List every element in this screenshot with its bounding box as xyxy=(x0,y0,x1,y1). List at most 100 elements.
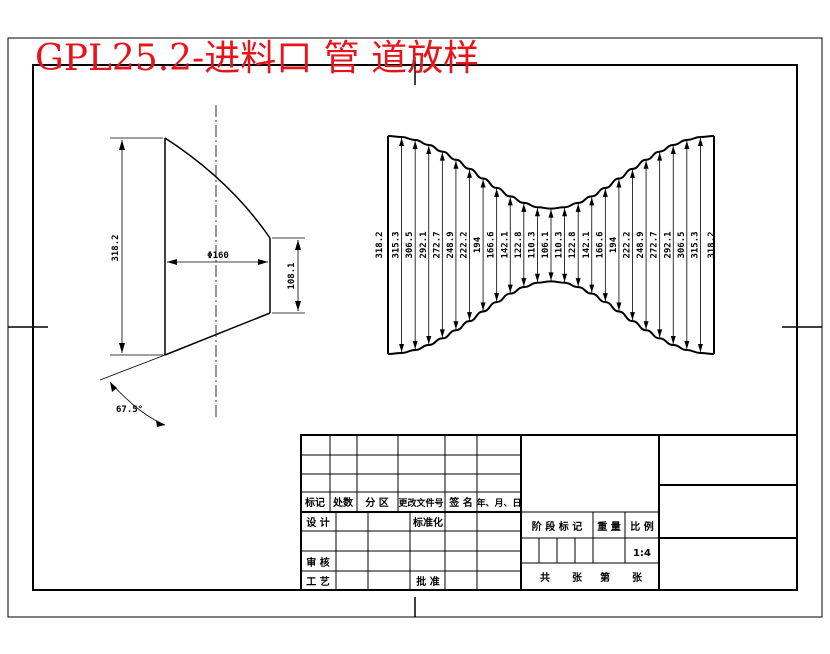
generatrix-arrow-bottom xyxy=(562,273,568,282)
dim-diameter-label: Φ160 xyxy=(207,251,229,261)
centering-marks xyxy=(8,57,822,617)
tb-sheet-zhang2: 张 xyxy=(632,571,643,584)
tb-design: 设 计 xyxy=(306,516,329,529)
generatrix-length-label: 142.1 xyxy=(582,231,592,258)
tb-header-count: 处数 xyxy=(332,496,354,509)
tb-sheet-zhang: 张 xyxy=(572,571,583,584)
dim-small-label: 108.1 xyxy=(287,262,297,289)
generatrix-arrow-bottom xyxy=(548,272,554,281)
generatrix-arrow-bottom xyxy=(602,293,608,302)
generatrix-arrow-bottom xyxy=(643,321,649,330)
generatrix-arrow-top xyxy=(521,203,527,212)
generatrix-arrow-top xyxy=(616,179,622,188)
generatrix-length-label: 318.2 xyxy=(375,231,385,258)
generatrix-length-label: 110.3 xyxy=(527,231,537,258)
generatrix-arrow-top xyxy=(426,145,432,154)
generatrix-length-label: 306.5 xyxy=(405,231,415,258)
generatrix-arrow-top xyxy=(602,188,608,197)
generatrix-arrow-top xyxy=(507,197,513,206)
title-block-text: 标记 处数 分 区 更改文件号 签 名 年、月、日 设 计 标准化 审 核 工 … xyxy=(304,496,654,588)
generatrix-arrow-bottom xyxy=(507,284,513,293)
generatrix-arrow-top xyxy=(575,203,581,212)
generatrix-arrow-top xyxy=(467,169,472,178)
generatrix-arrow-top xyxy=(453,160,459,169)
generatrix-length-label: 272.7 xyxy=(432,231,442,258)
tb-review: 审 核 xyxy=(306,556,329,569)
tb-header-sign: 签 名 xyxy=(448,496,472,509)
tb-process: 工 艺 xyxy=(306,575,329,588)
generatrix-arrow-bottom xyxy=(670,336,676,345)
generatrix-arrow-top xyxy=(684,141,690,150)
generatrix-arrow-bottom xyxy=(616,302,622,311)
dim-angle-label: 67.5° xyxy=(116,405,143,415)
generatrix-length-label: 222.2 xyxy=(623,231,633,258)
generatrix-arrow-top xyxy=(534,208,540,217)
generatrix-arrow-bottom xyxy=(453,321,459,330)
tb-header-change-doc: 更改文件号 xyxy=(398,497,443,509)
generatrix-arrow-top xyxy=(548,209,554,218)
generatrix-length-label: 194 xyxy=(473,236,483,253)
generatrix-length-label: 315.3 xyxy=(690,231,700,258)
generatrix-arrow-bottom xyxy=(575,278,581,287)
drawing-title: GPL25.2-进料口 管 道放样 xyxy=(35,38,479,79)
generatrix-arrow-bottom xyxy=(697,344,703,353)
generatrix-arrow-top xyxy=(589,197,595,206)
generatrix-arrow-top xyxy=(412,141,418,150)
tb-standard: 标准化 xyxy=(412,516,443,529)
generatrix-arrow-top xyxy=(494,188,500,197)
generatrix-arrow-bottom xyxy=(399,344,405,353)
title-block xyxy=(300,434,798,591)
tb-scale-value: 1:4 xyxy=(633,548,651,559)
generatrix-length-label: 222.2 xyxy=(460,231,470,258)
generatrix-length-label: 122.8 xyxy=(514,231,524,258)
generatrix-arrow-top xyxy=(562,208,568,217)
generatrix-length-label: 292.1 xyxy=(419,231,429,258)
tb-approve: 批 准 xyxy=(416,575,439,588)
generatrix-arrow-bottom xyxy=(439,329,445,338)
generatrix-length-label: 142.1 xyxy=(500,231,510,258)
tb-header-zone: 分 区 xyxy=(365,496,388,509)
generatrix-arrow-top xyxy=(697,137,703,146)
dim-height-label: 318.2 xyxy=(111,234,121,261)
generatrix-arrow-bottom xyxy=(467,312,472,321)
tb-header-date: 年、月、日 xyxy=(476,497,521,509)
generatrix-length-label: 166.6 xyxy=(595,231,605,258)
generatrix-length-label: 166.6 xyxy=(487,231,497,258)
generatrix-arrow-bottom xyxy=(494,293,500,302)
generatrix-arrow-top xyxy=(480,179,486,188)
generatrix-length-label: 248.9 xyxy=(636,231,646,258)
generatrix-arrow-bottom xyxy=(684,340,690,349)
tb-stage-mark: 阶 段 标 记 xyxy=(532,520,582,533)
generatrix-arrow-bottom xyxy=(426,336,432,345)
generatrix-arrow-top xyxy=(643,160,649,169)
tb-header-mark: 标记 xyxy=(304,496,325,509)
generatrix-arrow-bottom xyxy=(480,302,486,311)
generatrix-arrow-top xyxy=(439,152,445,161)
generatrix-length-label: 194 xyxy=(609,236,619,253)
generatrix-arrow-bottom xyxy=(412,340,418,349)
generatrix-arrow-bottom xyxy=(534,273,540,282)
generatrix-arrow-bottom xyxy=(589,284,595,293)
generatrix-length-label: 318.2 xyxy=(707,231,717,258)
generatrix-arrow-bottom xyxy=(521,278,527,287)
generatrix-arrow-bottom xyxy=(657,329,663,338)
tb-scale-label: 比 例 xyxy=(630,520,653,533)
generatrix-length-label: 315.3 xyxy=(392,231,402,258)
cone-side-view xyxy=(99,105,305,427)
generatrix-arrow-top xyxy=(630,169,635,178)
generatrix-arrow-top xyxy=(399,137,405,146)
generatrix-arrow-top xyxy=(657,152,663,161)
development-bottom-curve xyxy=(387,280,715,355)
generatrix-length-label: 248.9 xyxy=(446,231,456,258)
generatrix-length-label: 292.1 xyxy=(663,231,673,258)
tb-sheet-di: 第 xyxy=(600,571,610,584)
development-top-curve xyxy=(387,135,715,210)
generatrix-arrow-bottom xyxy=(630,312,635,321)
tb-sheet-total: 共 xyxy=(540,571,550,584)
generatrix-length-label: 122.8 xyxy=(568,231,578,258)
generatrix-length-label: 306.5 xyxy=(677,231,687,258)
generatrix-length-label: 110.3 xyxy=(555,231,565,258)
generatrix-length-label: 272.7 xyxy=(650,231,660,258)
